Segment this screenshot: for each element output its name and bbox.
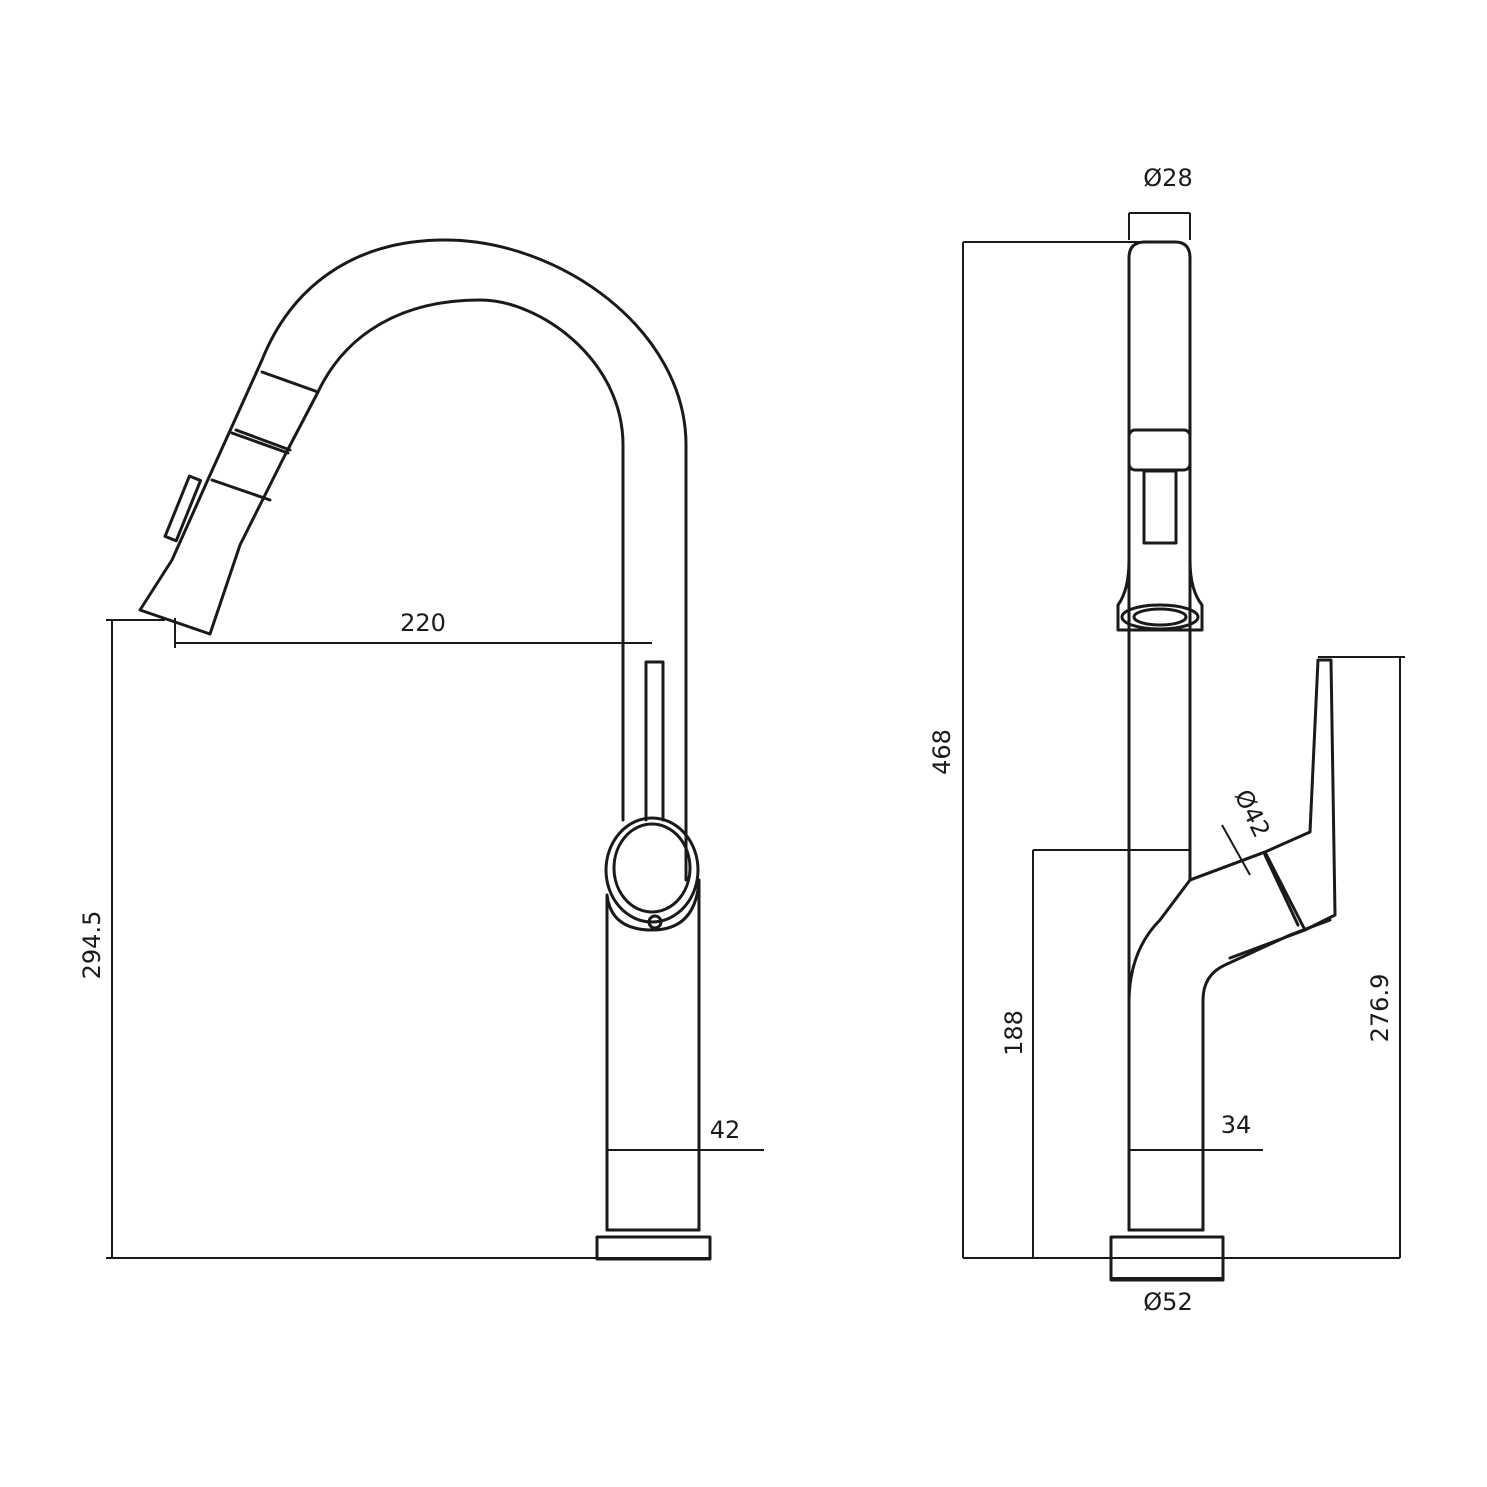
dim-line-spout-42 [1221, 824, 1251, 876]
front-lever-knob-inner [612, 822, 692, 914]
front-head-ring-4 [210, 478, 272, 502]
front-view: 220 294.5 42 [78, 238, 764, 1261]
front-lever-knob-outer [604, 816, 700, 924]
side-column-lower-right [1201, 918, 1332, 1232]
front-spout-inner [283, 298, 625, 822]
side-column [1127, 240, 1192, 1232]
front-body [605, 878, 701, 1232]
side-view: Ø28 468 188 276.9 Ø42 34 Ø52 [928, 164, 1405, 1316]
dim-label-spout-diameter: Ø42 [1229, 785, 1276, 842]
front-spout-outer [208, 238, 688, 882]
front-head-ring-3 [230, 431, 290, 455]
dim-label-total-height: 468 [928, 729, 956, 775]
side-cartridge [1188, 850, 1307, 960]
dim-label-top-diameter: Ø28 [1143, 164, 1192, 192]
front-spray-button [163, 474, 203, 543]
dim-label-body-width: 34 [1221, 1111, 1252, 1139]
front-head-ring-2 [234, 428, 292, 452]
front-lever-stem [644, 660, 665, 822]
side-head-button [1142, 469, 1178, 545]
front-base-plate [595, 1235, 712, 1261]
side-aerator [1120, 603, 1200, 631]
dim-label-outlet-height: 294.5 [78, 911, 106, 980]
dim-label-body-diameter: 42 [710, 1116, 741, 1144]
side-head-upper [1127, 428, 1192, 472]
side-lever [1263, 658, 1337, 932]
side-cartridge-ring [1263, 853, 1300, 927]
dim-label-lever-height: 276.9 [1366, 974, 1394, 1043]
side-column-lower-left [1127, 850, 1267, 1232]
front-head-ring-1 [260, 370, 320, 394]
side-aerator-inner [1132, 607, 1188, 627]
dim-label-base-diameter: Ø52 [1143, 1288, 1192, 1316]
front-lever-pin [647, 914, 663, 930]
dim-label-spout-reach: 220 [400, 609, 446, 637]
front-spray-head [138, 453, 287, 636]
dim-label-handle-height: 188 [1000, 1010, 1028, 1056]
